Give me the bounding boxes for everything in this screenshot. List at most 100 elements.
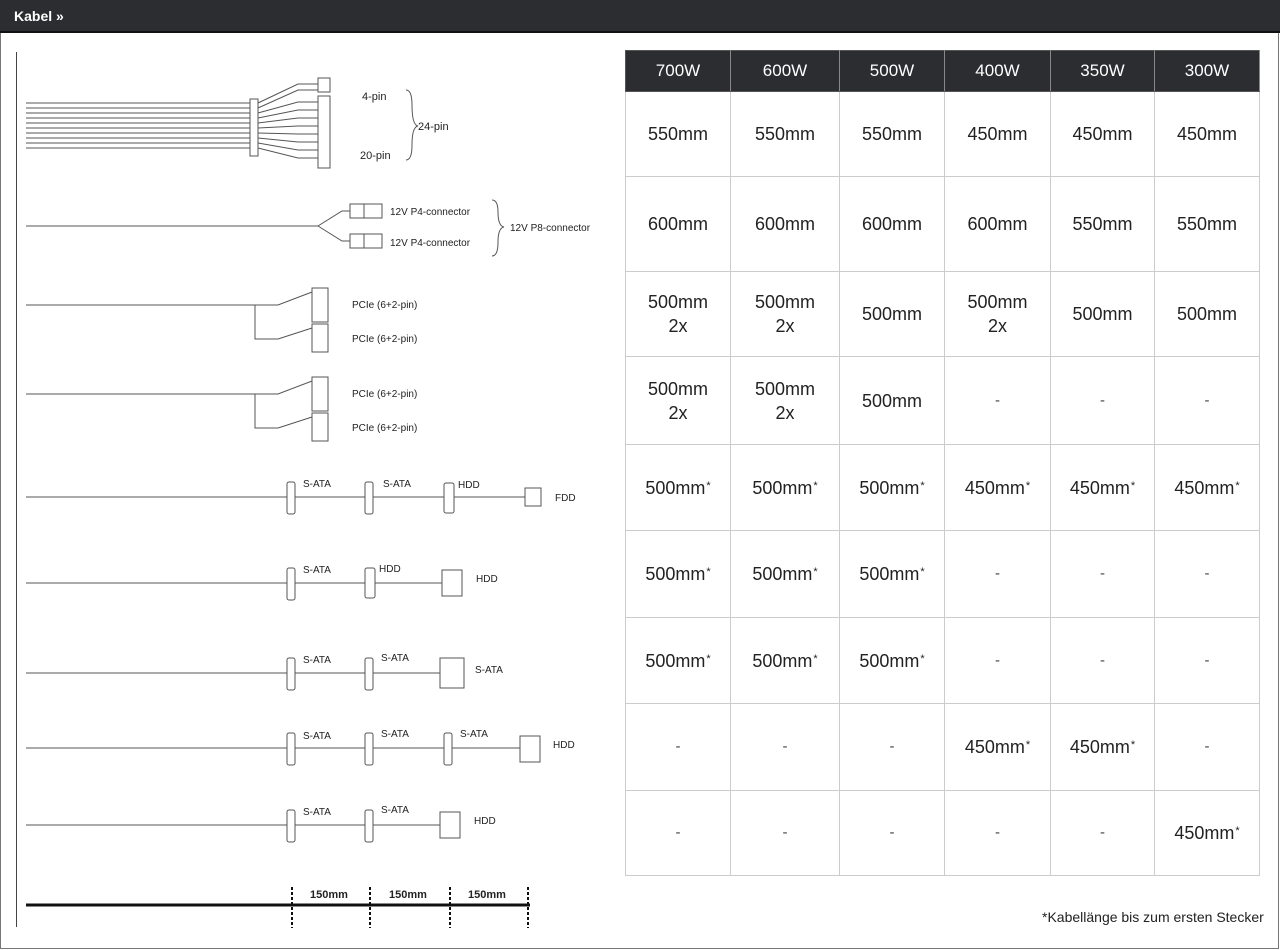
table-row: 500mm*500mm*500mm*--- — [625, 617, 1260, 704]
table-cell: 450mm* — [1050, 444, 1155, 531]
asterisk-marker: * — [920, 652, 925, 665]
label-p4a: 12V P4-connector — [390, 207, 471, 218]
table-cell: 550mm — [730, 91, 840, 177]
label-pcie2b: PCIe (6+2-pin) — [352, 423, 417, 434]
table-cell: 600mm — [944, 176, 1051, 272]
cell-value: - — [675, 738, 681, 755]
table-cell: - — [944, 530, 1051, 618]
table-cell: - — [1050, 356, 1155, 445]
table-row: 500mm*500mm*500mm*--- — [625, 530, 1260, 618]
table-cell: 450mm — [1050, 91, 1155, 177]
cell-value: 500mm — [647, 378, 709, 399]
label-r9-2: S-ATA — [381, 805, 409, 816]
table-cell: 550mm — [1154, 176, 1260, 272]
table-cell: - — [1154, 356, 1260, 445]
table-cell: - — [1050, 617, 1155, 704]
cell-count: 2x — [668, 402, 688, 423]
label-r9-1: S-ATA — [303, 807, 331, 818]
col-600w: 600W — [730, 50, 840, 92]
page-header: Kabel » — [0, 0, 1280, 33]
table-cell: - — [730, 790, 840, 876]
cell-value: 450mm — [1174, 477, 1235, 498]
table-cell: - — [1154, 617, 1260, 704]
table-cell: 550mm — [625, 91, 731, 177]
cell-value: - — [1100, 565, 1105, 582]
sata-cable-3 — [26, 657, 465, 691]
cell-value: - — [1204, 738, 1210, 755]
cell-value: - — [1204, 391, 1210, 409]
table-cell: 600mm — [625, 176, 731, 272]
label-r7-2: S-ATA — [381, 653, 409, 664]
sata-cable-4 — [26, 732, 541, 766]
table-cell: - — [944, 790, 1051, 876]
cell-value: 500mm — [861, 304, 923, 324]
col-300w: 300W — [1154, 50, 1260, 92]
cell-value: 450mm — [1069, 737, 1130, 757]
cell-value: 500mm — [752, 477, 813, 498]
cell-value: - — [782, 824, 788, 841]
asterisk-marker: * — [706, 479, 711, 492]
asterisk-marker: * — [813, 566, 818, 578]
table-cell: 500mm — [839, 356, 945, 445]
cell-value: 600mm — [647, 214, 709, 234]
table-cell: - — [839, 790, 945, 876]
label-20pin: 20-pin — [360, 150, 391, 162]
label-pcie1a: PCIe (6+2-pin) — [352, 300, 417, 311]
scale-1: 150mm — [310, 889, 348, 901]
label-r7-3: S-ATA — [475, 665, 503, 676]
cell-value: - — [995, 651, 1000, 669]
cell-count: 2x — [668, 316, 688, 336]
cell-value: - — [675, 824, 681, 841]
cell-value: 450mm — [1072, 124, 1133, 144]
label-r9-3: HDD — [474, 816, 496, 827]
label-r5-3: HDD — [458, 480, 480, 491]
table-cell: - — [944, 617, 1051, 704]
atx-cable — [26, 77, 419, 169]
cell-value: 500mm — [1176, 304, 1238, 324]
cell-value: 450mm — [1069, 477, 1130, 498]
content-frame — [0, 33, 1279, 949]
table-row: - - - - - 450mm* — [625, 790, 1260, 876]
asterisk-marker: * — [1130, 739, 1136, 751]
cell-value: - — [1100, 824, 1105, 841]
eps-cable — [26, 199, 505, 257]
table-cell: 450mm* — [1154, 790, 1260, 876]
cell-value: 500mm — [859, 564, 920, 584]
label-pcie1b: PCIe (6+2-pin) — [352, 334, 417, 345]
table-cell: 500mm* — [730, 444, 840, 531]
label-24pin: 24-pin — [418, 121, 449, 133]
cell-value: 500mm — [752, 650, 813, 671]
table-cell: 550mm — [1050, 176, 1155, 272]
cell-value: 500mm — [645, 477, 706, 498]
cell-value: 450mm — [1176, 124, 1238, 144]
cell-value: 550mm — [647, 124, 709, 144]
label-r5-4: FDD — [555, 493, 576, 504]
table-cell: 600mm — [730, 176, 840, 272]
asterisk-marker: * — [813, 479, 818, 492]
label-r8-3: S-ATA — [460, 729, 488, 740]
label-p4b: 12V P4-connector — [390, 238, 471, 249]
cell-value: - — [1100, 391, 1105, 409]
col-500w: 500W — [839, 50, 945, 92]
table-cell: 500mm 2x — [625, 356, 731, 445]
label-4pin: 4-pin — [362, 91, 386, 103]
cell-value: - — [889, 824, 895, 841]
table-cell: 500mm — [1154, 271, 1260, 357]
label-pcie2a: PCIe (6+2-pin) — [352, 389, 417, 400]
asterisk-marker: * — [1025, 739, 1031, 751]
cell-value: 600mm — [861, 214, 923, 234]
cell-value: 450mm — [964, 737, 1025, 757]
cell-value: 500mm — [754, 378, 816, 399]
cell-value: 450mm — [967, 124, 1028, 144]
cell-count: 2x — [775, 316, 795, 336]
label-r6-3: HDD — [476, 574, 498, 585]
asterisk-marker: * — [706, 566, 711, 578]
asterisk-marker: * — [706, 652, 711, 665]
cell-value: 500mm — [861, 390, 923, 411]
asterisk-marker: * — [1235, 479, 1240, 492]
